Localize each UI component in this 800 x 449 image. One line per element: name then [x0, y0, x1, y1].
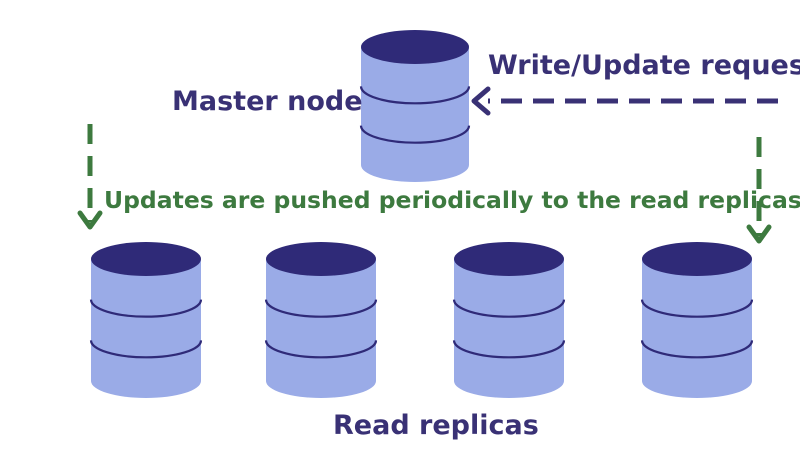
cylinder-band	[89, 299, 203, 318]
cylinder-body	[266, 259, 376, 398]
write-request-label: Write/Update request	[488, 50, 800, 81]
cylinder-top	[454, 242, 564, 276]
read-replica-database-icon-4	[640, 242, 754, 398]
cylinder-body	[361, 47, 469, 182]
cylinder-band	[452, 340, 566, 359]
cylinder-band	[264, 299, 378, 318]
cylinder-top	[361, 30, 469, 64]
read-replica-database-icon-2	[264, 242, 378, 398]
read-replica-database-icon-1	[89, 242, 203, 398]
cylinder-band	[452, 299, 566, 318]
master-node-label: Master node	[172, 86, 363, 117]
read-replica-database-icon-3	[452, 242, 566, 398]
write-request-arrowhead	[471, 86, 491, 116]
cylinder-band	[89, 340, 203, 359]
read-replicas-label: Read replicas	[333, 410, 539, 441]
cylinder-body	[642, 259, 752, 398]
push-arrowhead-right	[746, 224, 772, 244]
cylinder-top	[91, 242, 201, 276]
push-arrowhead-left	[77, 210, 103, 230]
cylinder-body	[91, 259, 201, 398]
push-updates-label: Updates are pushed periodically to the r…	[104, 186, 800, 214]
master-node-database-icon	[359, 30, 471, 182]
cylinder-band	[359, 86, 471, 105]
cylinder-band	[359, 125, 471, 144]
cylinder-top	[266, 242, 376, 276]
cylinder-band	[640, 340, 754, 359]
cylinder-band	[640, 299, 754, 318]
cylinder-top	[642, 242, 752, 276]
cylinder-body	[454, 259, 564, 398]
cylinder-band	[264, 340, 378, 359]
